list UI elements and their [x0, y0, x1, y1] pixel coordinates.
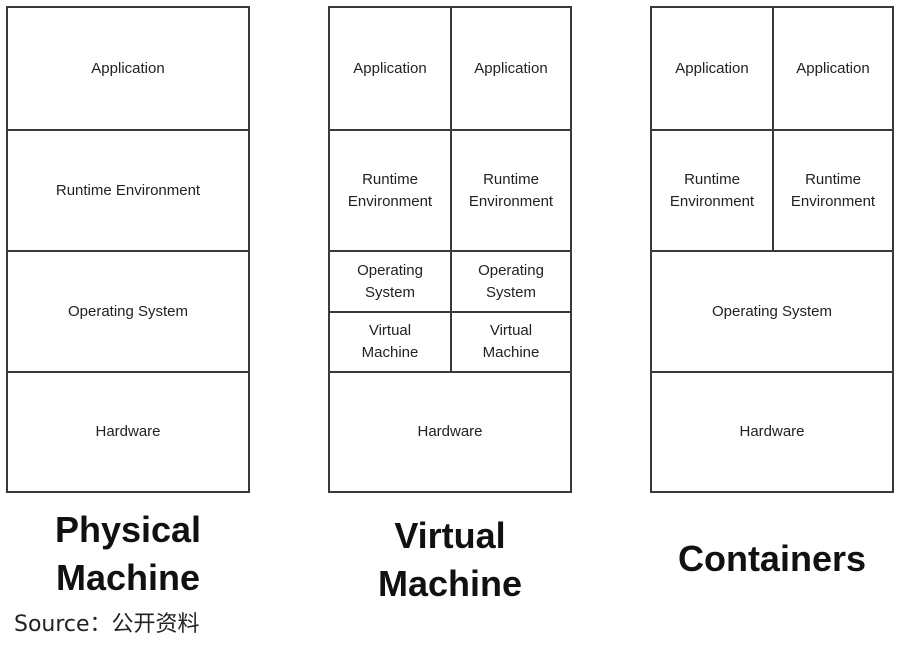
virtual-os-right-label: Operating System [478, 261, 544, 301]
containers-os-layer: Operating System [652, 250, 892, 371]
physical-application-label: Application [91, 59, 165, 77]
virtual-app-left-label: Application [353, 59, 427, 77]
physical-os-layer: Operating System [8, 250, 248, 371]
virtual-app-right-label: Application [474, 59, 548, 77]
containers-hardware-label: Hardware [739, 423, 805, 440]
virtual-vm-right-label: Virtual Machine [482, 322, 540, 361]
virtual-vm-left-label: Virtual Machine [361, 322, 419, 361]
physical-runtime-label: Runtime Environment [55, 181, 201, 199]
virtual-runtime-right: Runtime Environment [450, 129, 570, 250]
containers-stack: Application Application Runtime Environm… [650, 6, 894, 493]
virtual-machine-caption: Virtual Machine [377, 515, 523, 604]
containers-app-left-label: Application [675, 59, 749, 77]
virtual-os-left: Operating System [330, 250, 450, 311]
virtual-runtime-left-label: Runtime Environment [347, 170, 433, 210]
containers-runtime-left: Runtime Environment [652, 129, 772, 250]
virtual-os-right: Operating System [450, 250, 570, 311]
containers-app-right: Application [772, 8, 892, 129]
virtual-os-left-label: Operating System [357, 261, 423, 301]
physical-hardware-label: Hardware [95, 423, 161, 440]
virtual-runtime-left: Runtime Environment [330, 129, 450, 250]
containers-app-left: Application [652, 8, 772, 129]
virtual-hardware-label: Hardware [417, 423, 483, 440]
containers-os-label: Operating System [711, 302, 833, 320]
physical-runtime-layer: Runtime Environment [8, 129, 248, 250]
virtual-app-left: Application [330, 8, 450, 129]
virtual-vm-right: Virtual Machine [450, 311, 570, 371]
physical-machine-stack: Application Runtime Environment Operatin… [6, 6, 250, 493]
virtual-machine-stack: Application Application Runtime Environm… [328, 6, 572, 493]
physical-hardware-layer: Hardware [8, 371, 248, 491]
containers-runtime-right-label: Runtime Environment [790, 170, 876, 210]
physical-machine-caption: Physical Machine [54, 509, 202, 598]
virtual-app-right: Application [450, 8, 570, 129]
virtual-vm-left: Virtual Machine [330, 311, 450, 371]
containers-hardware-layer: Hardware [652, 371, 892, 491]
containers-caption: Containers [677, 538, 867, 579]
containers-runtime-right: Runtime Environment [772, 129, 892, 250]
virtual-hardware-layer: Hardware [330, 371, 570, 491]
physical-application-layer: Application [8, 8, 248, 129]
containers-app-right-label: Application [796, 59, 870, 77]
source-note: Source：公开资料 [14, 612, 200, 637]
virtual-runtime-right-label: Runtime Environment [468, 170, 554, 210]
physical-os-label: Operating System [67, 302, 189, 320]
containers-runtime-left-label: Runtime Environment [669, 170, 755, 210]
